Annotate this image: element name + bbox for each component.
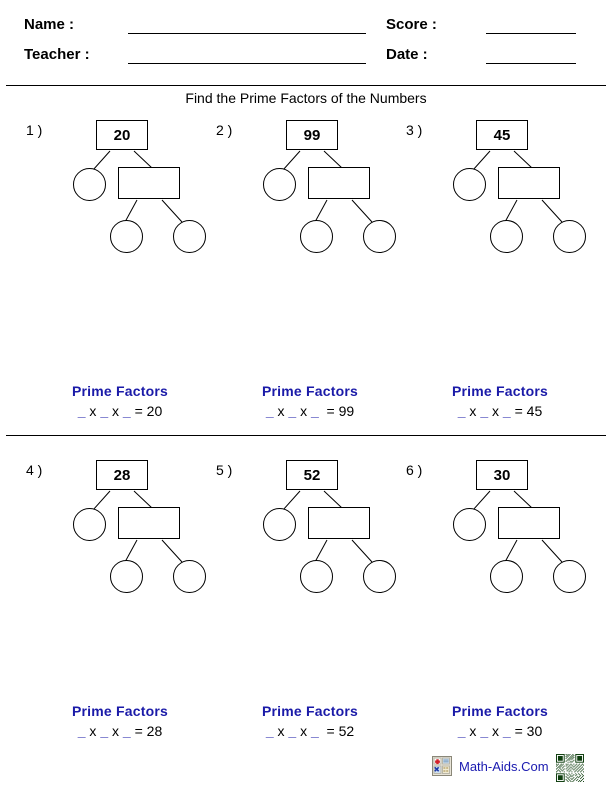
header-divider <box>6 85 606 86</box>
problem-number: 5 ) <box>216 462 233 478</box>
factor-tree: 45 <box>398 112 602 272</box>
worksheet-header: Name : Teacher : Score : Date : <box>0 0 612 84</box>
tree-composite-blank[interactable] <box>498 507 560 539</box>
tree-prime-blank-2[interactable] <box>300 560 333 593</box>
score-input-line[interactable] <box>486 33 576 34</box>
tree-prime-blank-2[interactable] <box>300 220 333 253</box>
tree-composite-blank[interactable] <box>498 167 560 199</box>
tree-prime-blank-3[interactable] <box>173 220 206 253</box>
problem-number: 3 ) <box>406 122 423 138</box>
tree-prime-blank-3[interactable] <box>363 560 396 593</box>
teacher-input-line[interactable] <box>128 63 366 64</box>
brand-name: Math-Aids.Com <box>459 758 549 774</box>
tree-prime-blank-1[interactable] <box>73 508 106 541</box>
answer-block-2: Prime Factors _ x _ x _ = 99 <box>208 383 412 419</box>
tree-prime-blank-2[interactable] <box>490 220 523 253</box>
brand[interactable]: Math-Aids.Com <box>432 756 549 776</box>
problem-number: 6 ) <box>406 462 423 478</box>
tree-prime-blank-2[interactable] <box>110 220 143 253</box>
problem-4: 4 ) 28 <box>18 452 222 742</box>
problem-2: 2 ) 99 <box>208 112 412 402</box>
tree-composite-blank[interactable] <box>118 167 180 199</box>
tree-root-value: 52 <box>286 460 338 490</box>
prime-factors-heading: Prime Factors <box>262 383 358 399</box>
prime-factors-heading: Prime Factors <box>72 703 168 719</box>
answer-block-4: Prime Factors _ x _ x _ = 28 <box>18 703 222 739</box>
tree-root-value: 30 <box>476 460 528 490</box>
factor-tree: 99 <box>208 112 412 272</box>
problem-number: 4 ) <box>26 462 43 478</box>
tree-prime-blank-3[interactable] <box>553 560 586 593</box>
answer-expression[interactable]: _ x _ x _ = 28 <box>77 723 163 739</box>
factor-tree: 30 <box>398 452 602 612</box>
answer-block-6: Prime Factors _ x _ x _ = 30 <box>398 703 602 739</box>
answer-block-3: Prime Factors _ x _ x _ = 45 <box>398 383 602 419</box>
tree-connectors <box>472 150 563 223</box>
problem-6: 6 ) 30 <box>398 452 602 742</box>
tree-prime-blank-3[interactable] <box>173 560 206 593</box>
tree-connectors <box>92 490 183 563</box>
answer-expression[interactable]: _ x _ x _ = 30 <box>457 723 543 739</box>
page-title: Find the Prime Factors of the Numbers <box>185 90 427 106</box>
tree-root-value: 20 <box>96 120 148 150</box>
tree-composite-blank[interactable] <box>118 507 180 539</box>
problem-3: 3 ) 45 <box>398 112 602 402</box>
row-divider <box>6 435 606 436</box>
tree-root-value: 28 <box>96 460 148 490</box>
prime-factors-heading: Prime Factors <box>72 383 168 399</box>
factor-tree: 28 <box>18 452 222 612</box>
tree-prime-blank-3[interactable] <box>363 220 396 253</box>
answer-expression[interactable]: _ x _ x _ = 20 <box>77 403 163 419</box>
score-label: Score : <box>386 16 437 33</box>
tree-connectors <box>472 490 563 563</box>
tree-connectors <box>92 150 183 223</box>
tree-prime-blank-2[interactable] <box>110 560 143 593</box>
answer-expression[interactable]: _ x _ x _ = 99 <box>265 403 355 419</box>
tree-root-value: 99 <box>286 120 338 150</box>
date-label: Date : <box>386 46 428 63</box>
tree-root-value: 45 <box>476 120 528 150</box>
qr-code <box>556 754 584 782</box>
problem-5: 5 ) 52 <box>208 452 412 742</box>
tree-prime-blank-1[interactable] <box>263 168 296 201</box>
problem-number: 1 ) <box>26 122 43 138</box>
answer-block-5: Prime Factors _ x _ x _ = 52 <box>208 703 412 739</box>
tree-composite-blank[interactable] <box>308 507 370 539</box>
answer-block-1: Prime Factors _ x _ x _ = 20 <box>18 383 222 419</box>
tree-prime-blank-1[interactable] <box>453 508 486 541</box>
name-label: Name : <box>24 16 75 33</box>
page-footer: Math-Aids.Com <box>0 752 612 792</box>
answer-expression[interactable]: _ x _ x _ = 52 <box>265 723 355 739</box>
tree-prime-blank-1[interactable] <box>263 508 296 541</box>
date-input-line[interactable] <box>486 63 576 64</box>
prime-factors-heading: Prime Factors <box>452 703 548 719</box>
factor-tree: 20 <box>18 112 222 272</box>
tree-prime-blank-3[interactable] <box>553 220 586 253</box>
problem-number: 2 ) <box>216 122 233 138</box>
factor-tree: 52 <box>208 452 412 612</box>
tree-connectors <box>282 150 373 223</box>
prime-factors-heading: Prime Factors <box>452 383 548 399</box>
answer-expression[interactable]: _ x _ x _ = 45 <box>457 403 543 419</box>
calculator-icon <box>432 756 452 776</box>
name-input-line[interactable] <box>128 33 366 34</box>
tree-prime-blank-1[interactable] <box>73 168 106 201</box>
tree-composite-blank[interactable] <box>308 167 370 199</box>
problem-1: 1 ) 20 <box>18 112 222 402</box>
tree-prime-blank-2[interactable] <box>490 560 523 593</box>
tree-connectors <box>282 490 373 563</box>
teacher-label: Teacher : <box>24 46 90 63</box>
tree-prime-blank-1[interactable] <box>453 168 486 201</box>
prime-factors-heading: Prime Factors <box>262 703 358 719</box>
